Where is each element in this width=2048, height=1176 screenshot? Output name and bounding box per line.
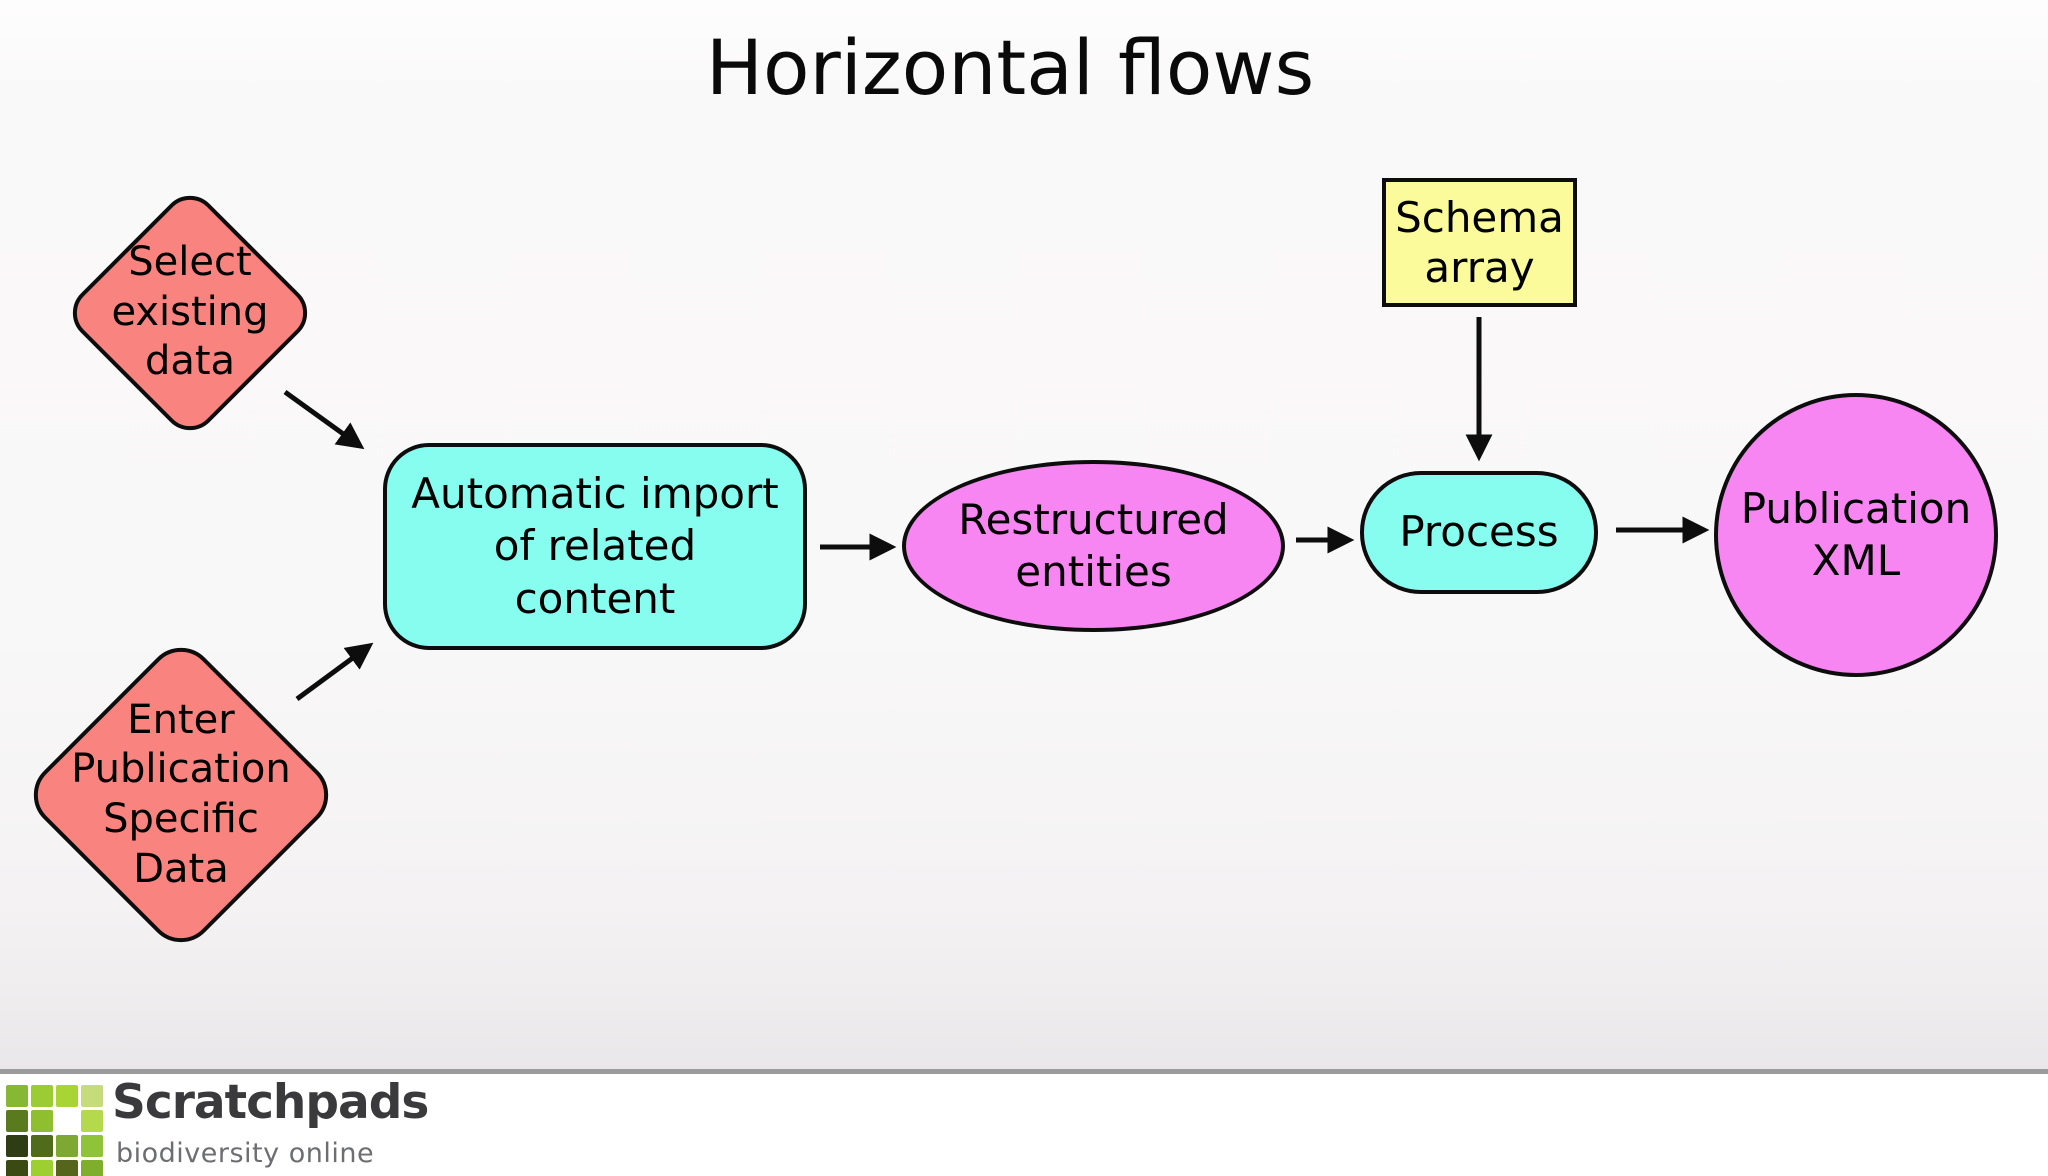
node-automatic-import: Automatic import of related content xyxy=(383,443,807,650)
node-select-existing-data: Select existing data xyxy=(60,184,320,442)
footer-divider xyxy=(0,1069,2048,1074)
footer: Scratchpads biodiversity online xyxy=(0,1074,2048,1176)
node-label: Restructured entities xyxy=(958,494,1229,596)
node-label: Automatic import of related content xyxy=(411,469,779,623)
node-enter-publication-specific-data: Enter Publication Specific Data xyxy=(19,633,343,957)
node-process: Process xyxy=(1360,471,1598,594)
node-label: Enter Publication Specific Data xyxy=(71,696,291,892)
node-label: Process xyxy=(1399,507,1559,557)
flow-arrows xyxy=(283,317,1710,702)
node-label: Publication XML xyxy=(1740,483,1972,585)
arrow-select-to-import xyxy=(283,389,365,450)
rounded-rect-shape xyxy=(383,443,807,650)
circle-shape xyxy=(1714,393,1998,677)
brand-tagline: biodiversity online xyxy=(116,1138,375,1169)
node-schema-array: Schema array xyxy=(1382,178,1577,307)
node-label: Select existing data xyxy=(111,239,269,385)
ellipse-shape xyxy=(902,460,1285,632)
scratchpads-logo-icon xyxy=(6,1085,103,1176)
arrow-enter-to-import xyxy=(295,642,374,702)
node-publication-xml: Publication XML xyxy=(1714,393,1998,677)
node-restructured-entities: Restructured entities xyxy=(902,460,1285,632)
stadium-shape xyxy=(1360,471,1598,594)
node-label: Schema array xyxy=(1395,192,1564,292)
diagram-area: Horizontal flows Select existing data En… xyxy=(0,0,2048,1069)
brand-name: Scratchpads xyxy=(112,1075,429,1130)
rect-shape xyxy=(1382,178,1577,307)
slide-title: Horizontal flows xyxy=(705,23,1315,112)
